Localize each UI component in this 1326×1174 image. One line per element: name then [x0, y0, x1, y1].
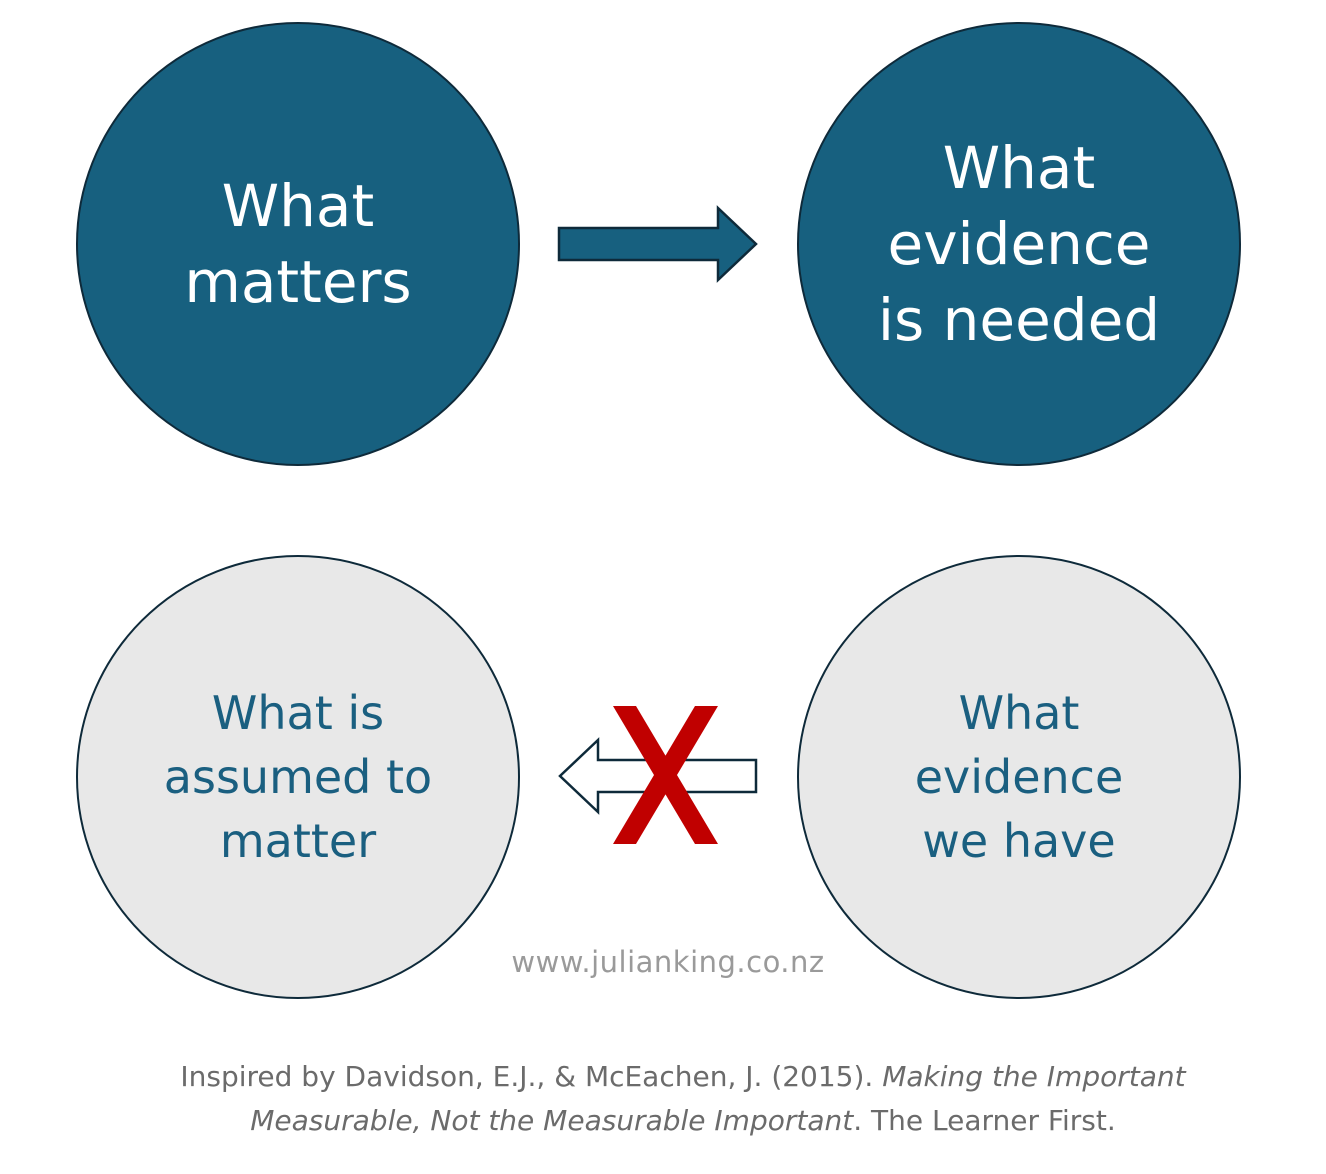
watermark-url: www.julianking.co.nz — [511, 945, 825, 979]
circle-label: What matters — [184, 172, 412, 316]
citation-prefix: Inspired by Davidson, E.J., & McEachen, … — [180, 1060, 883, 1093]
circle-label: What is assumed to matter — [163, 686, 433, 868]
circle-what-matters: What matters — [76, 22, 520, 466]
circle-label: What evidence is needed — [877, 134, 1161, 354]
citation-title-part2: Measurable, Not the Measurable Important — [250, 1104, 854, 1137]
citation-title-part1: Making the Important — [882, 1060, 1186, 1093]
arrow-right-icon — [557, 205, 758, 283]
citation-suffix: . The Learner First. — [853, 1104, 1116, 1137]
circle-what-evidence-we-have: What evidence we have — [797, 555, 1241, 999]
circle-what-evidence-is-needed: What evidence is needed — [797, 22, 1241, 466]
circle-what-is-assumed-to-matter: What is assumed to matter — [76, 555, 520, 999]
citation: Inspired by Davidson, E.J., & McEachen, … — [0, 1055, 1326, 1143]
x-mark-icon — [613, 706, 718, 844]
circle-label: What evidence we have — [914, 686, 1124, 868]
